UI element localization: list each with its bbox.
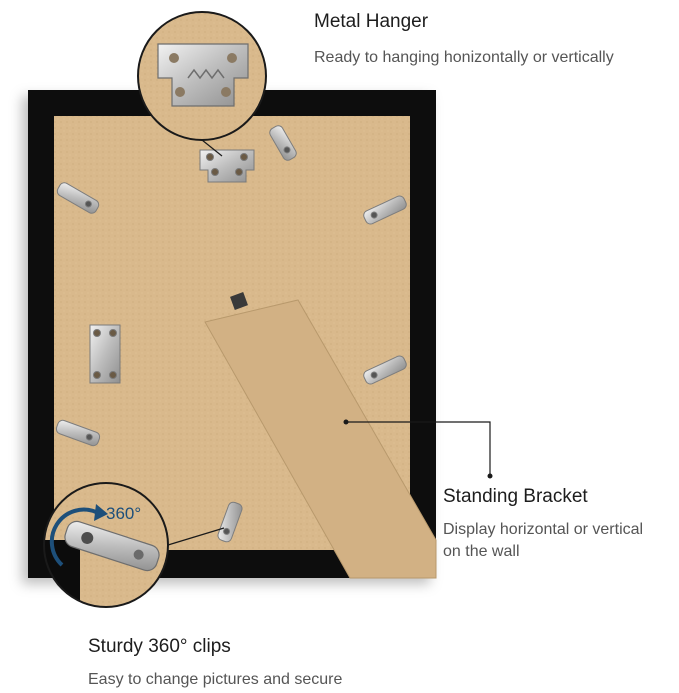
hanger-zoom-circle bbox=[137, 11, 267, 157]
sawtooth-hanger-icon bbox=[89, 149, 255, 384]
bracket-leader-line bbox=[343, 419, 493, 479]
turn-clip-icon bbox=[55, 125, 407, 543]
bracket-description-line: Display horizontal or vertical bbox=[443, 521, 644, 538]
rotate-arrow-icon bbox=[49, 504, 108, 567]
rotation-label: 360° bbox=[106, 504, 142, 523]
clips-title: Sturdy 360° clips bbox=[88, 636, 231, 657]
clips-description: Easy to change pictures and secure bbox=[88, 671, 343, 688]
hanger-description: Ready to hanging honizontally or vertica… bbox=[314, 49, 614, 66]
hanger-title: Metal Hanger bbox=[314, 11, 429, 32]
standing-bracket bbox=[204, 292, 437, 579]
bracket-description: Display horizontal or vertical on the wa… bbox=[443, 519, 643, 563]
bracket-description-line: on the wall bbox=[443, 543, 520, 560]
bracket-title: Standing Bracket bbox=[443, 486, 588, 507]
